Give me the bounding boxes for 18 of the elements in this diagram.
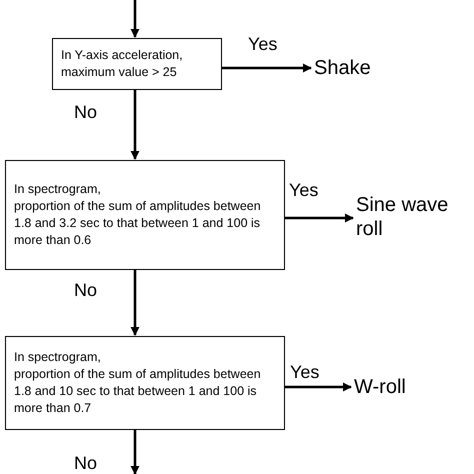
decision-box [5,336,285,430]
arrow [130,430,140,474]
arrow [130,0,140,38]
arrow [130,90,140,160]
arrow [130,270,140,336]
decision-box [52,38,222,90]
outcome-label: W-roll [354,375,434,399]
arrow [285,382,352,392]
condition-text: proportion of the sum of amplitudes between 1.8 and 10 sec to that between 1 and 100 is more than 0.7 [14,366,262,417]
condition-text: In Y-axis acceleration, maximum value > 25 [61,47,184,81]
condition-text: In spectrogram, [14,349,102,366]
condition-text: proportion of the sum of amplitudes between 1.8 and 3.2 sec to that between 1 and 100 is more than 0.6 [14,198,262,249]
outcome-label: Shake [314,56,394,80]
condition-text: In spectrogram, [14,181,102,198]
outcome-label: Sine wave roll [356,193,466,241]
decision-box [5,160,285,270]
arrow [285,214,354,222]
arrow [222,64,312,72]
